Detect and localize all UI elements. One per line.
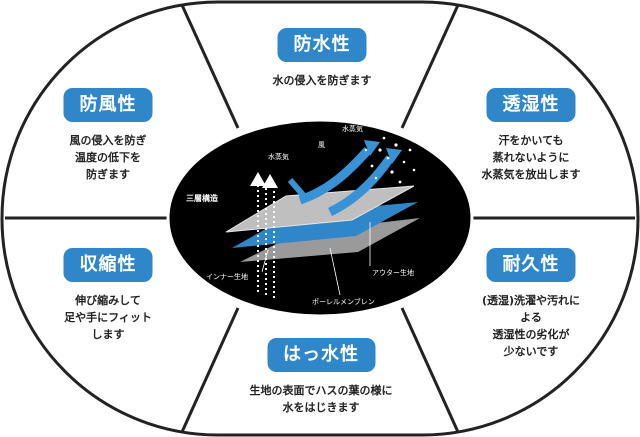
windproof-badge: 防風性 [63, 88, 153, 122]
water-repellent-badge: はっ水性 [267, 338, 375, 372]
segment-water-repellent: はっ水性 生地の表面でハスの葉の様に 水をはじきます [250, 338, 393, 416]
vapor-label-right: 水蒸気 [342, 125, 363, 133]
vapor-drops-right [364, 136, 416, 184]
waterproof-badge: 防水性 [277, 28, 367, 62]
wind-arrowhead [364, 140, 380, 156]
stretch-desc: 伸び縮みして 足や手にフィット します [64, 294, 152, 341]
divider [400, 307, 460, 433]
membrane-label: ポーレルメンブレン [312, 298, 375, 306]
wind-arrow [287, 178, 307, 198]
breathability-badge: 透湿性 [486, 88, 576, 122]
membrane-layer [232, 202, 418, 248]
vapor-arrowhead [250, 172, 266, 186]
breathability-desc: 汗をかいても 蒸れないように 水蒸気を放出します [481, 134, 581, 181]
segment-stretch: 収縮性 伸び縮みして 足や手にフィット します [63, 248, 153, 343]
divider [400, 4, 460, 129]
vapor-label-left: 水蒸気 [268, 153, 289, 161]
inner-fabric-label: インナー生地 [206, 273, 248, 281]
stretch-badge: 収縮性 [63, 248, 153, 282]
segment-windproof: 防風性 風の侵入を防ぎ 温度の低下を 防ぎます [63, 88, 153, 183]
wind-label: 風 [318, 141, 325, 149]
inner-layer [240, 218, 420, 262]
divider [180, 307, 240, 433]
wind-arrow [298, 146, 372, 205]
wind-arrowhead [386, 148, 402, 164]
outer-fabric-label: アウター生地 [372, 269, 414, 277]
outer-layer [226, 186, 414, 232]
divider [180, 4, 240, 129]
water-repellent-desc: 生地の表面でハスの葉の様に 水をはじきます [249, 384, 393, 414]
fabric-layers-illustration [225, 185, 420, 262]
waterproof-desc: 水の侵入を防ぎます [272, 74, 372, 87]
segment-waterproof: 防水性 水の侵入を防ぎます [273, 28, 372, 89]
structure-label: 三層構造 [186, 194, 218, 203]
durability-desc: (透湿)洗濯や汚れによる 透湿性の劣化が 少ないです [481, 294, 581, 358]
windproof-desc: 風の侵入を防ぎ 温度の低下を 防ぎます [69, 134, 147, 181]
vapor-arrows-left [257, 186, 275, 298]
vapor-arrowhead [262, 174, 278, 188]
segment-durability: 耐久性 (透湿)洗濯や汚れによる 透湿性の劣化が 少ないです [477, 248, 586, 360]
durability-badge: 耐久性 [486, 248, 576, 282]
segment-breathability: 透湿性 汗をかいても 蒸れないように 水蒸気を放出します [482, 88, 581, 183]
wind-arrow [327, 155, 394, 217]
